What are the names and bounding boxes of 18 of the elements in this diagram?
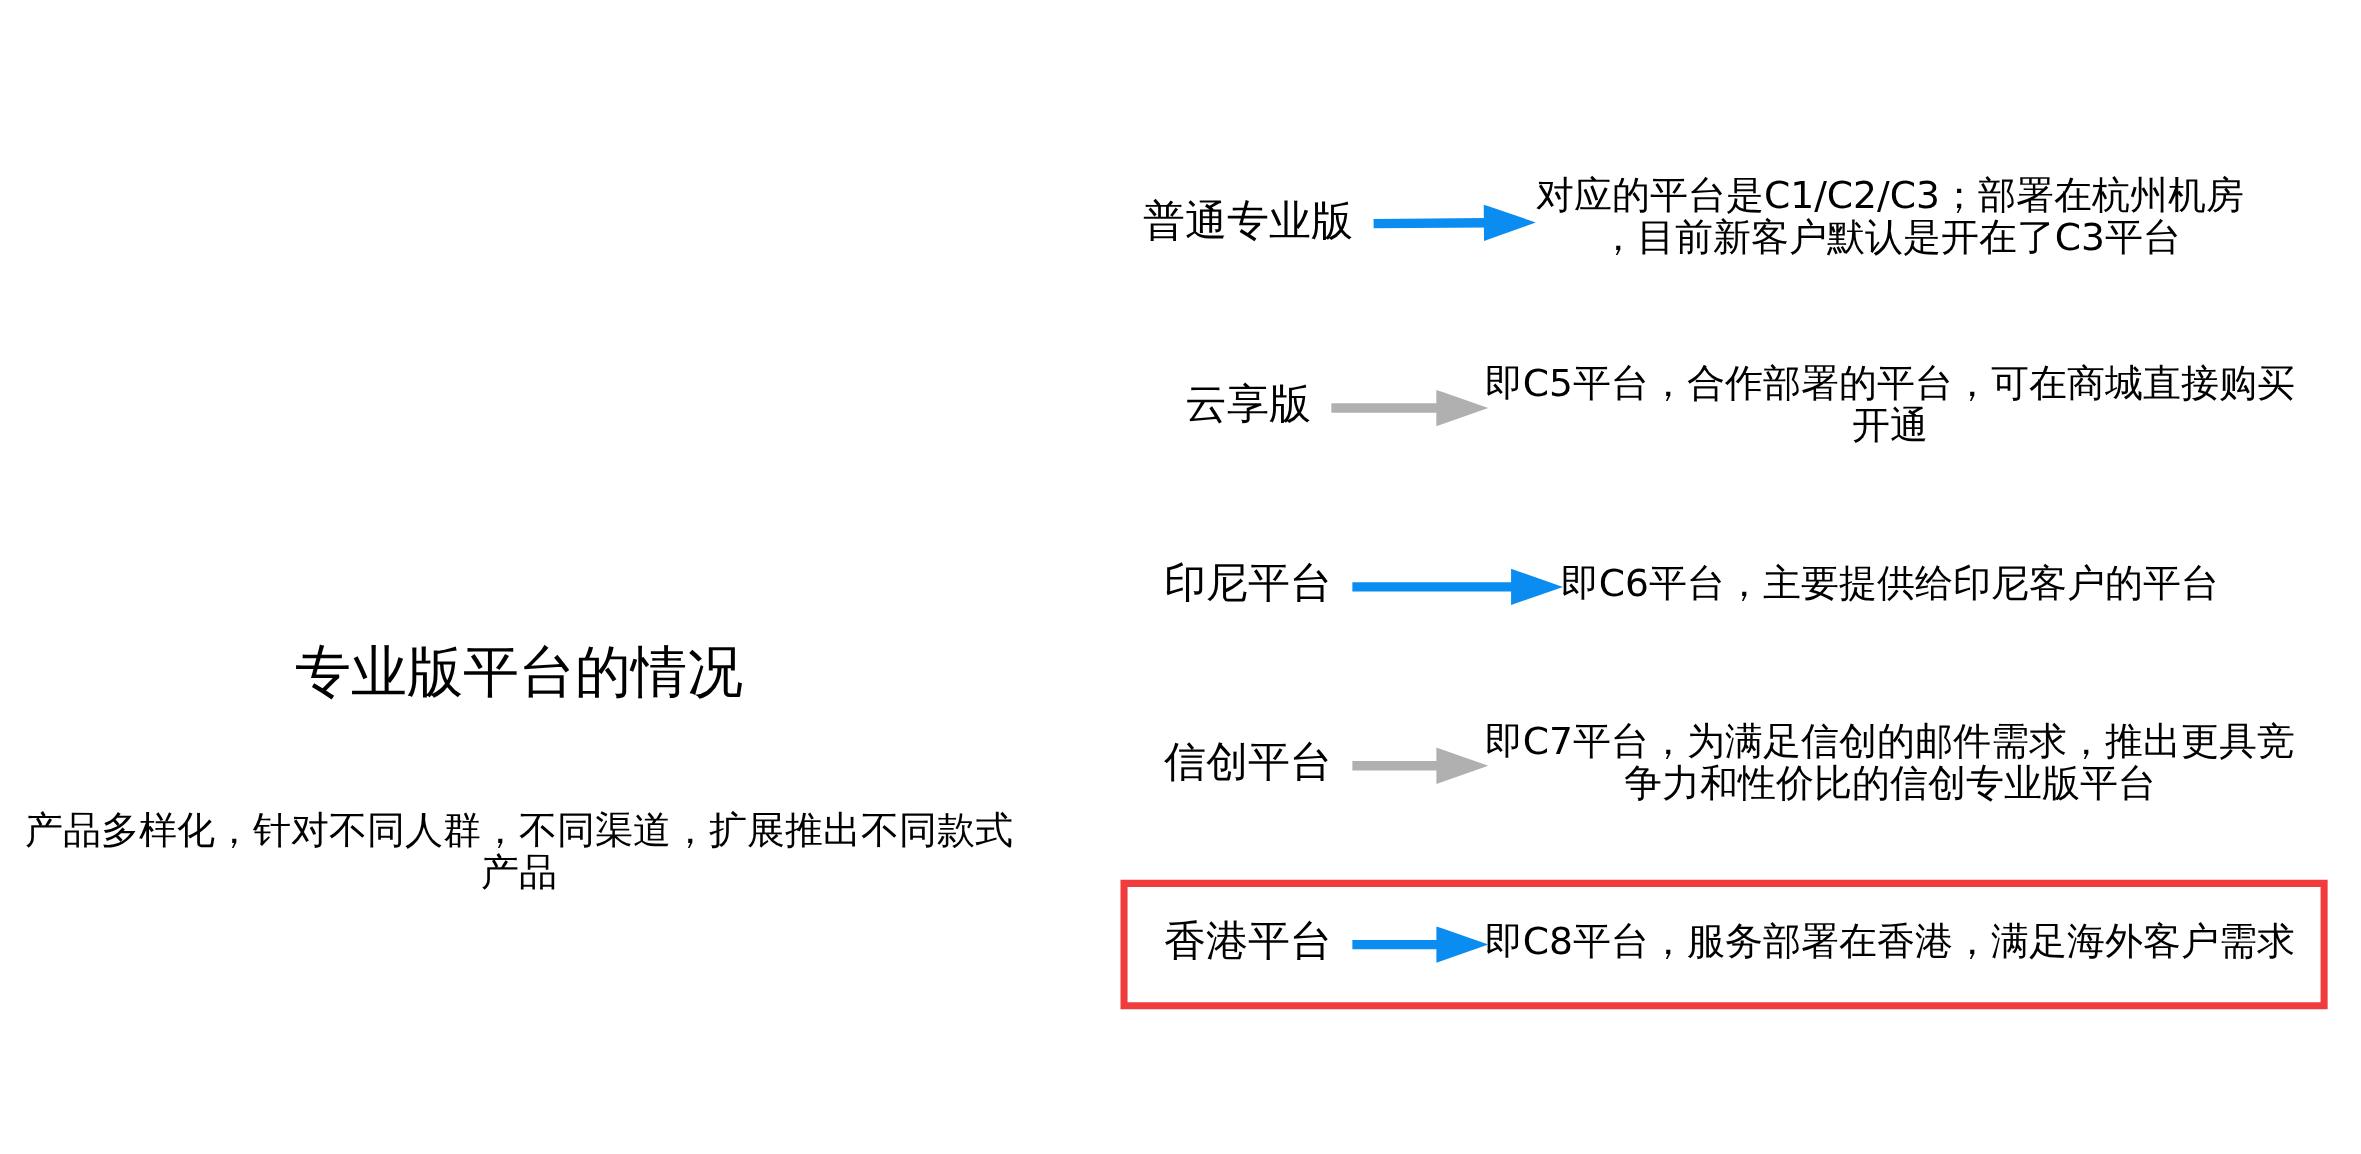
arrow (1352, 925, 1489, 963)
node-text: 云享版 (1184, 379, 1311, 427)
node-text: 信创平台 (1163, 737, 1332, 785)
node-text: 普通专业版 (1142, 196, 1353, 244)
arrow (1352, 568, 1563, 605)
arrow (1373, 204, 1536, 241)
arrow (1352, 747, 1489, 784)
node-text: 印尼平台 (1163, 558, 1332, 606)
label: 产品多样化，针对不同人群，不同渠道，扩展推出不同款式产品 (25, 807, 1014, 894)
node-text: 即C7平台，为满足信创的邮件需求，推出更具竞争力和性价比的信创专业版平台 (1484, 718, 2296, 805)
arrow (1331, 389, 1489, 426)
node-text: 对应的平台是C1/C2/C3；部署在杭州机房，目前新客户默认是开在了C3平台 (1535, 172, 2244, 259)
cluster (1120, 879, 2328, 1009)
node-text: 即C8平台，服务部署在香港，满足海外客户需求 (1484, 918, 2296, 963)
node-text: 香港平台 (1163, 916, 1332, 964)
label: 专业版平台的情况 (295, 640, 744, 703)
node-text: 即C5平台，合作部署的平台，可在商城直接购买开通 (1484, 360, 2296, 447)
node-text: 即C6平台，主要提供给印尼客户的平台 (1560, 560, 2220, 605)
